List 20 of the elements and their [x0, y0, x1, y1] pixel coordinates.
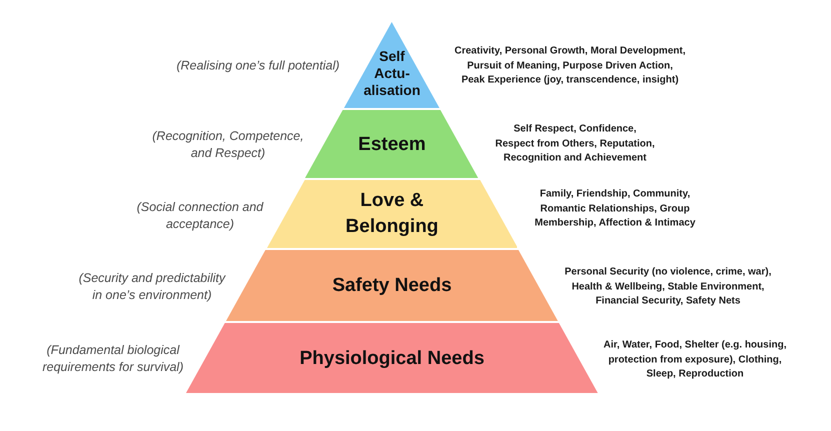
- examples-text: Creativity, Personal Growth, Moral Development, Pursuit of Meaning, Purpose Driven Action, Peak Experience (joy, transcendence, insight): [454, 44, 686, 88]
- tier-label: Love & Belonging: [344, 189, 440, 239]
- examples-text: Air, Water, Food, Shelter (e.g. housing, protection from exposure), Clothing, Sleep, Reproduction: [602, 338, 788, 382]
- pyramid-tier: [305, 110, 479, 178]
- pyramid-tier: [344, 22, 440, 108]
- tier-label: Safety Needs: [332, 274, 452, 297]
- pyramid-tier: [266, 180, 518, 248]
- description-text: (Security and predictability in one’s environment): [78, 270, 227, 304]
- tier-label: Esteem: [358, 132, 426, 156]
- tier-label: Physiological Needs: [300, 346, 484, 370]
- pyramid-tier: [186, 323, 598, 393]
- examples-text: Self Respect, Confidence, Respect from Others, Reputation, Recognition and Achievement: [494, 122, 656, 166]
- examples-text: Personal Security (no violence, crime, war), Health & Wellbeing, Stable Environment, Financial Security, Safety Nets: [564, 265, 772, 308]
- description-text: (Recognition, Competence, and Respect): [151, 128, 305, 162]
- description-text: (Realising one’s full potential): [176, 58, 340, 74]
- description-text: (Fundamental biological requirements for survival): [41, 342, 184, 376]
- pyramid-tier: [226, 250, 558, 321]
- examples-text: Family, Friendship, Community, Romantic Relationships, Group Membership, Affection & Intimacy: [534, 187, 696, 230]
- tier-label: Self Actu- alisation: [364, 48, 420, 98]
- description-text: (Social connection and acceptance): [136, 199, 264, 233]
